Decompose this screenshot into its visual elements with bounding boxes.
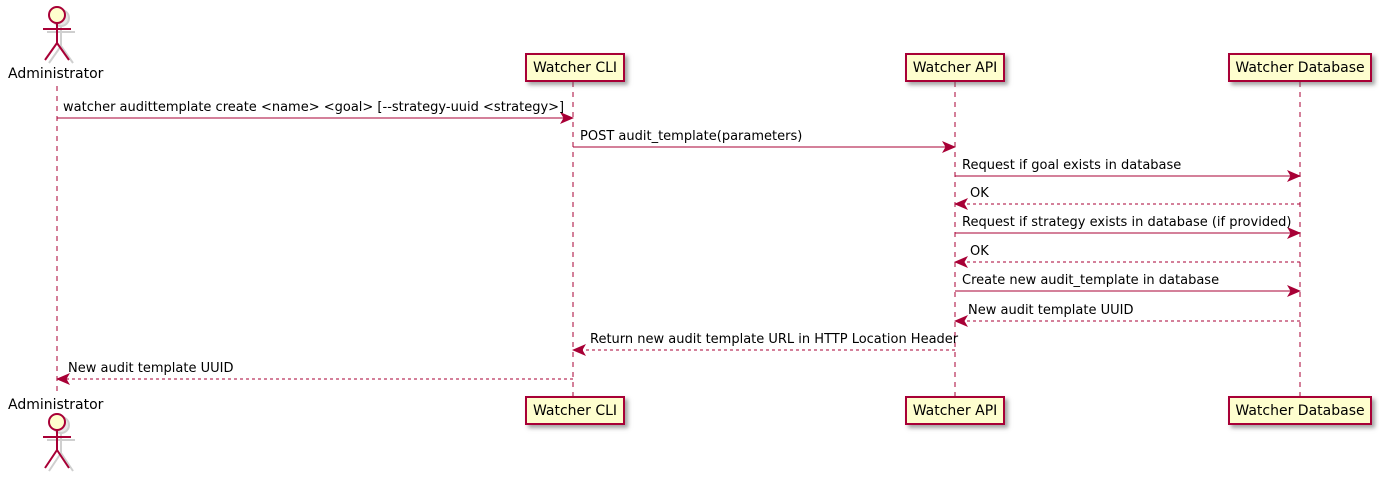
- participant-label: Watcher Database: [1235, 402, 1365, 419]
- message-label-9: Return new audit template URL in HTTP Lo…: [590, 332, 959, 347]
- participant-watcher-api-bottom: Watcher API: [905, 396, 1005, 425]
- participant-watcher-database-bottom: Watcher Database: [1228, 396, 1372, 425]
- participant-watcher-cli-bottom: Watcher CLI: [525, 396, 625, 425]
- message-label-7: Create new audit_template in database: [962, 273, 1220, 288]
- actor-figure-top-icon: [43, 6, 71, 61]
- message-label-3: Request if goal exists in database: [962, 158, 1182, 173]
- message-label-2: POST audit_template(parameters): [580, 129, 803, 144]
- message-label-8: New audit template UUID: [968, 303, 1134, 318]
- actor-figure-bottom-icon: [43, 413, 71, 469]
- message-label-5: Request if strategy exists in database (…: [962, 215, 1292, 230]
- message-label-6: OK: [970, 244, 989, 259]
- participant-label: Watcher API: [912, 59, 998, 76]
- actor-administrator-top-label: Administrator: [8, 66, 104, 82]
- participant-watcher-database-top: Watcher Database: [1228, 53, 1372, 82]
- participant-watcher-cli-top: Watcher CLI: [525, 53, 625, 82]
- participant-label: Watcher CLI: [532, 402, 618, 419]
- participant-label: Watcher CLI: [532, 59, 618, 76]
- participant-watcher-api-top: Watcher API: [905, 53, 1005, 82]
- message-label-1: watcher audittemplate create <name> <goa…: [63, 100, 565, 115]
- participant-label: Watcher API: [912, 402, 998, 419]
- message-label-4: OK: [970, 186, 989, 201]
- participant-label: Watcher Database: [1235, 59, 1365, 76]
- message-label-10: New audit template UUID: [68, 361, 234, 376]
- actor-administrator-bottom-label: Administrator: [8, 397, 104, 413]
